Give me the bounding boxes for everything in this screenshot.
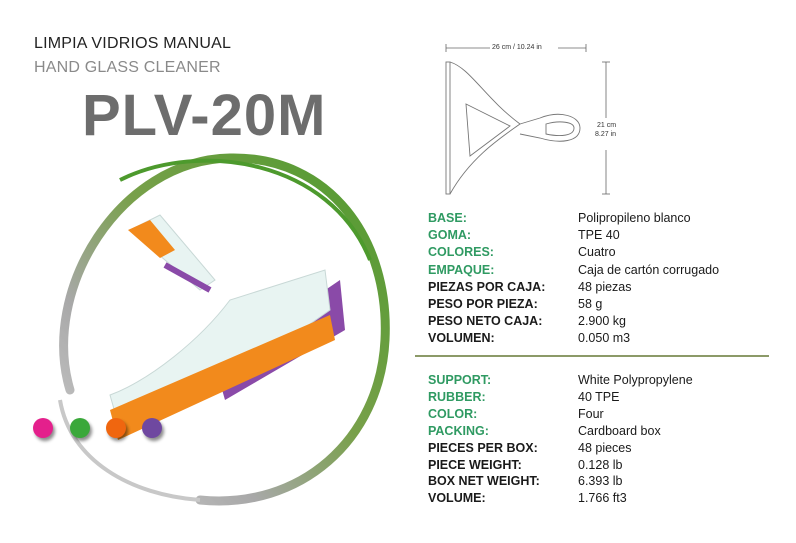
spec-row: EMPAQUE: Caja de cartón corrugado — [428, 262, 768, 279]
spec-label: BOX NET WEIGHT: — [428, 474, 540, 489]
spec-row: PESO NETO CAJA: 2.900 kg — [428, 313, 768, 330]
spec-row: PIECE WEIGHT: 0.128 lb — [428, 457, 768, 474]
color-swatch-purple — [142, 418, 162, 438]
spec-row: PIECES PER BOX: 48 pieces — [428, 440, 768, 457]
spec-value: 0.128 lb — [578, 457, 623, 472]
height-dimension-in: 8.27 in — [595, 131, 617, 138]
dimension-diagram — [445, 44, 610, 195]
color-swatch-pink — [33, 418, 53, 438]
spec-label: VOLUME: — [428, 491, 486, 506]
spec-row: BASE: Polipropileno blanco — [428, 210, 768, 227]
color-swatch-green — [70, 418, 90, 438]
spec-row: GOMA: TPE 40 — [428, 227, 768, 244]
spec-value: Cuatro — [578, 245, 616, 260]
spec-value: Caja de cartón corrugado — [578, 262, 720, 277]
spec-value: Four — [578, 406, 604, 421]
product-illustration — [58, 153, 390, 506]
spec-label: COLOR: — [428, 406, 478, 421]
squeegee-image — [109, 214, 345, 440]
squeegee-outline — [445, 61, 581, 195]
title-spanish: LIMPIA VIDRIOS MANUAL — [34, 35, 232, 52]
spec-row: VOLUME: 1.766 ft3 — [428, 490, 768, 507]
spec-value: Cardboard box — [578, 423, 661, 438]
spec-label: PACKING: — [428, 423, 489, 438]
spec-value: 40 TPE — [578, 389, 620, 404]
spec-label: EMPAQUE: — [428, 262, 495, 277]
title-english: HAND GLASS CLEANER — [34, 59, 221, 76]
spec-label: BASE: — [428, 211, 467, 225]
spec-value: 0.050 m3 — [578, 331, 631, 346]
spec-row: RUBBER: 40 TPE — [428, 389, 768, 406]
spec-label: VOLUMEN: — [428, 331, 495, 346]
spec-label: PIECES PER BOX: — [428, 440, 538, 455]
section-divider — [415, 355, 769, 357]
spec-row: VOLUMEN: 0.050 m3 — [428, 330, 768, 347]
spec-value: Polipropileno blanco — [578, 211, 691, 225]
spec-value: 2.900 kg — [578, 314, 626, 329]
height-dimension-cm: 21 cm — [597, 122, 617, 129]
spec-label: SUPPORT: — [428, 373, 492, 387]
spec-value: 1.766 ft3 — [578, 491, 627, 506]
spec-value: White Polypropylene — [578, 373, 693, 387]
circular-swoosh — [58, 153, 390, 506]
width-dimension: 26 cm / 10.24 in — [492, 44, 542, 51]
spec-label: COLORES: — [428, 245, 494, 260]
spec-row: COLOR: Four — [428, 406, 768, 423]
spec-label: PIECE WEIGHT: — [428, 457, 522, 472]
spec-value: 6.393 lb — [578, 474, 623, 489]
spec-row: PIEZAS POR CAJA: 48 piezas — [428, 279, 768, 296]
spec-label: PESO POR PIEZA: — [428, 297, 538, 311]
spec-label: RUBBER: — [428, 389, 486, 404]
model-number: PLV-20M — [82, 83, 327, 148]
spec-label: PESO NETO CAJA: — [428, 314, 543, 329]
spec-value: 58 g — [578, 297, 603, 311]
spec-label: GOMA: — [428, 228, 472, 243]
spec-row: PACKING: Cardboard box — [428, 423, 768, 440]
spec-value: TPE 40 — [578, 228, 620, 243]
spec-value: 48 piezas — [578, 279, 632, 294]
spec-row: COLORES: Cuatro — [428, 244, 768, 261]
spec-label: PIEZAS POR CAJA: — [428, 279, 546, 294]
color-swatch-orange — [106, 418, 126, 438]
spec-row: SUPPORT: White Polypropylene — [428, 372, 768, 389]
spec-row: PESO POR PIEZA: 58 g — [428, 296, 768, 313]
spec-value: 48 pieces — [578, 440, 632, 455]
spec-row: BOX NET WEIGHT: 6.393 lb — [428, 473, 768, 490]
